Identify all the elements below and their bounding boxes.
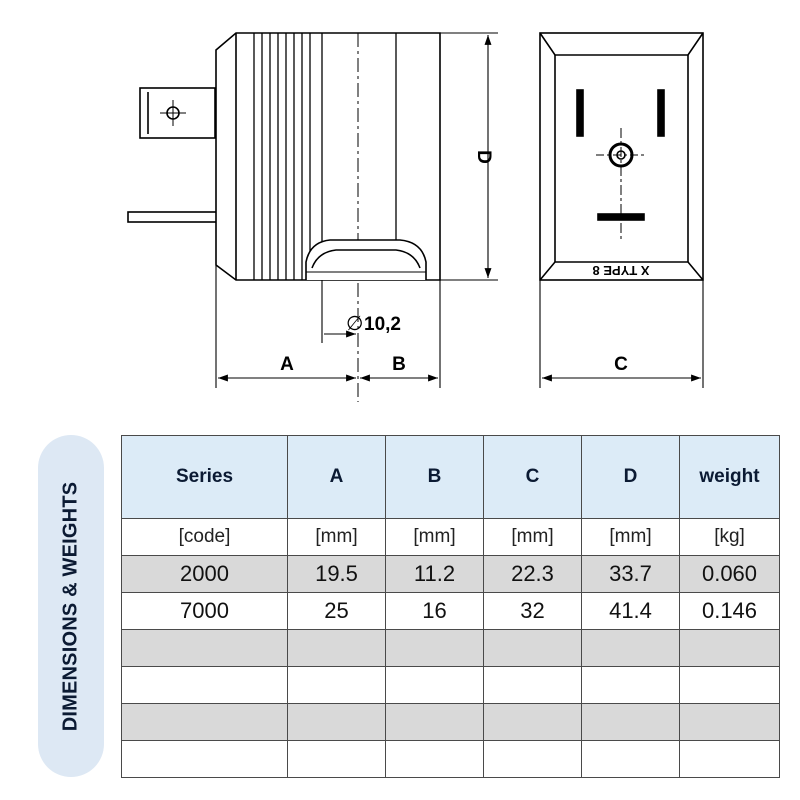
slot-right bbox=[657, 89, 665, 137]
table-cell bbox=[679, 703, 780, 741]
table-cell bbox=[385, 703, 484, 741]
table-cell bbox=[581, 629, 680, 667]
unit-cell: [mm] bbox=[385, 518, 484, 556]
table-cell: 7000 bbox=[121, 592, 288, 630]
section-side-label: DIMENSIONS & WEIGHTS bbox=[38, 435, 104, 777]
unit-cell: [kg] bbox=[679, 518, 780, 556]
table-cell bbox=[385, 666, 484, 704]
table-row: 7000 25 16 32 41.4 0.146 bbox=[121, 592, 780, 630]
dim-label-b: B bbox=[392, 354, 406, 375]
table-cell bbox=[679, 740, 780, 778]
unit-cell: [mm] bbox=[581, 518, 680, 556]
table-row bbox=[121, 703, 780, 741]
table-cell bbox=[121, 740, 288, 778]
side-view bbox=[127, 32, 441, 402]
front-view bbox=[539, 32, 704, 281]
technical-drawing: X TYPE 8 A B C D ∅ 10,2 bbox=[127, 32, 704, 402]
units-row: [code] [mm] [mm] [mm] [mm] [kg] bbox=[121, 518, 780, 556]
table-cell: 0.146 bbox=[679, 592, 780, 630]
table-cell bbox=[483, 703, 582, 741]
table-cell bbox=[287, 629, 386, 667]
table-row: 2000 19.5 11.2 22.3 33.7 0.060 bbox=[121, 555, 780, 593]
table-cell bbox=[483, 629, 582, 667]
dimensions-table: Series A B C D weight [code] [mm] [mm] [… bbox=[121, 435, 780, 778]
slot-bottom bbox=[597, 213, 645, 221]
diameter-value: 10,2 bbox=[364, 314, 401, 335]
header-b: B bbox=[385, 435, 484, 519]
table-cell bbox=[679, 629, 780, 667]
table-cell bbox=[121, 666, 288, 704]
dim-label-a: A bbox=[280, 354, 294, 375]
header-series: Series bbox=[121, 435, 288, 519]
table-cell bbox=[287, 666, 386, 704]
table-row bbox=[121, 666, 780, 704]
header-c: C bbox=[483, 435, 582, 519]
table-cell: 41.4 bbox=[581, 592, 680, 630]
table-cell: 19.5 bbox=[287, 555, 386, 593]
table-cell bbox=[581, 703, 680, 741]
ribs bbox=[253, 33, 397, 280]
table-cell: 16 bbox=[385, 592, 484, 630]
header-row: Series A B C D weight bbox=[121, 435, 780, 519]
table-cell bbox=[121, 703, 288, 741]
table-cell bbox=[385, 629, 484, 667]
unit-cell: [mm] bbox=[287, 518, 386, 556]
dimension-lines bbox=[215, 32, 704, 388]
table-cell: 2000 bbox=[121, 555, 288, 593]
unit-cell: [mm] bbox=[483, 518, 582, 556]
unit-cell: [code] bbox=[121, 518, 288, 556]
table-cell bbox=[581, 740, 680, 778]
table-row bbox=[121, 740, 780, 778]
table-cell: 32 bbox=[483, 592, 582, 630]
pin-bottom bbox=[127, 211, 219, 223]
table-cell bbox=[287, 740, 386, 778]
table-cell: 11.2 bbox=[385, 555, 484, 593]
table-cell bbox=[483, 740, 582, 778]
table-row bbox=[121, 629, 780, 667]
table-cell bbox=[581, 666, 680, 704]
table-cell bbox=[483, 666, 582, 704]
table-cell bbox=[121, 629, 288, 667]
header-weight: weight bbox=[679, 435, 780, 519]
slot-left bbox=[576, 89, 584, 137]
stamp-text: X TYPE 8 bbox=[592, 263, 649, 278]
table-cell: 25 bbox=[287, 592, 386, 630]
table-cell: 0.060 bbox=[679, 555, 780, 593]
table-cell bbox=[385, 740, 484, 778]
diameter-symbol: ∅ bbox=[346, 313, 363, 335]
table-cell: 33.7 bbox=[581, 555, 680, 593]
side-label-text: DIMENSIONS & WEIGHTS bbox=[59, 481, 82, 731]
table-cell bbox=[287, 703, 386, 741]
table-cell: 22.3 bbox=[483, 555, 582, 593]
cable-bore bbox=[305, 239, 427, 280]
header-d: D bbox=[581, 435, 680, 519]
pin-top bbox=[139, 87, 216, 139]
dim-label-d: D bbox=[473, 150, 494, 164]
dim-label-c: C bbox=[614, 354, 628, 375]
table-cell bbox=[679, 666, 780, 704]
header-a: A bbox=[287, 435, 386, 519]
